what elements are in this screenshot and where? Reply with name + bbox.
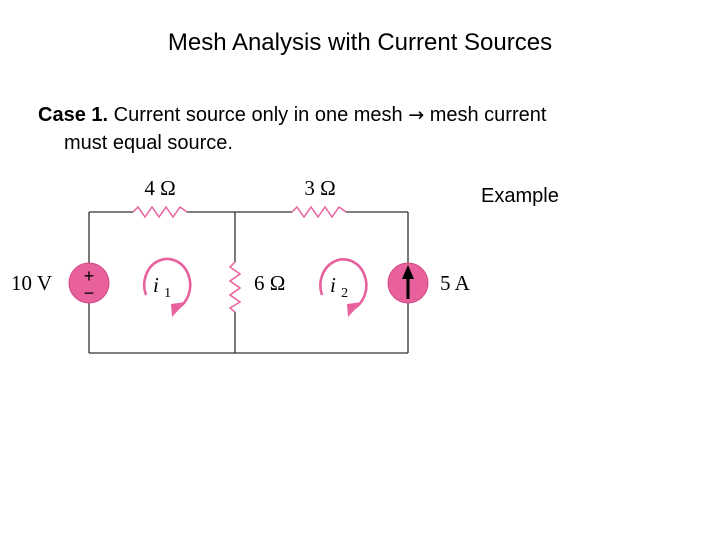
slide-title: Mesh Analysis with Current Sources — [167, 29, 553, 56]
current-source — [387, 262, 429, 304]
resistor-6-ohm — [228, 261, 242, 313]
mesh-1-subscript: 1 — [164, 286, 171, 301]
mesh-2-arrowhead-icon — [347, 302, 362, 317]
voltage-source-minus: − — [84, 283, 95, 303]
mesh-1-symbol: i — [153, 273, 159, 297]
mesh-2-subscript: 2 — [341, 286, 348, 301]
mesh-1-arrow — [142, 257, 192, 317]
case-text-before-arrow: Current source only in one mesh — [113, 104, 403, 126]
case-label: Case 1. — [38, 104, 109, 126]
voltage-source-plus: + — [84, 266, 95, 286]
voltage-source: + − — [68, 262, 110, 304]
resistor-3-ohm-label: 3 Ω — [304, 176, 335, 200]
case-text-after-arrow: mesh current — [429, 104, 547, 126]
right-arrow-icon: → — [408, 104, 425, 126]
current-source-label: 5 A — [440, 271, 471, 295]
resistor-6-ohm-label: 6 Ω — [254, 271, 285, 295]
up-arrow-icon — [402, 265, 414, 279]
voltage-source-label: 10 V — [11, 271, 52, 295]
case-description: Case 1. Current source only in one mesh … — [38, 101, 678, 157]
mesh-2-symbol: i — [330, 273, 336, 297]
mesh-2-label: i 2 — [330, 273, 348, 301]
mesh-1-label: i 1 — [153, 273, 171, 301]
mesh-2-arrow — [319, 258, 368, 317]
resistor-3-ohm — [291, 205, 347, 219]
resistor-4-ohm — [132, 205, 188, 219]
resistor-4-ohm-label: 4 Ω — [144, 176, 175, 200]
circuit-wires — [88, 211, 409, 354]
case-text-line2: must equal source. — [64, 132, 233, 154]
example-label: Example — [481, 185, 559, 207]
mesh-1-arrowhead-icon — [171, 302, 186, 317]
